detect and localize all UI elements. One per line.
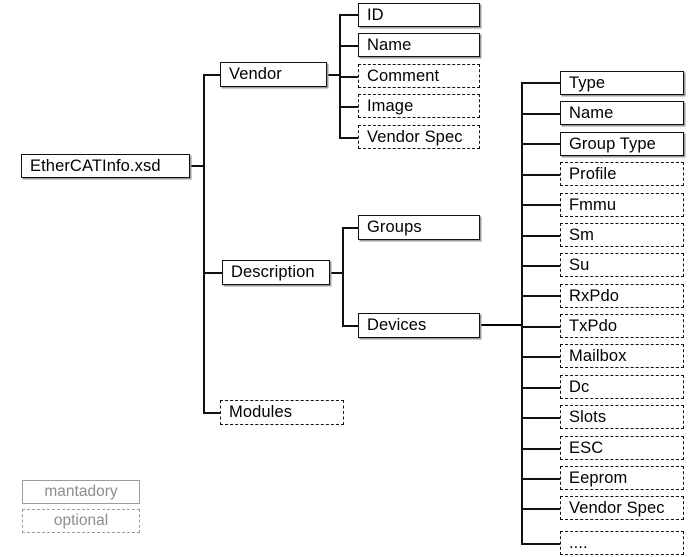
node-vendor-id[interactable]: ID — [358, 3, 480, 27]
connector-devices-child-7 — [521, 295, 561, 297]
connector-devices-child-15 — [521, 543, 561, 545]
node-device-mailbox[interactable]: Mailbox — [560, 344, 684, 368]
node-device-rxpdo[interactable]: RxPdo — [560, 284, 684, 308]
node-vendor-image[interactable]: Image — [358, 94, 480, 118]
node-device-profile[interactable]: Profile — [560, 162, 684, 186]
connector-devices-child-4 — [521, 204, 561, 206]
connector-devices-child-3 — [521, 174, 561, 176]
node-device-slots[interactable]: Slots — [560, 405, 684, 429]
node-vendor-spec[interactable]: Vendor Spec — [358, 125, 480, 149]
node-root[interactable]: EtherCATInfo.xsd — [21, 154, 190, 178]
connector-devices-child-0 — [521, 82, 561, 84]
connector-modules-stub — [203, 412, 221, 414]
connector-devices-out — [480, 324, 522, 327]
connector-devices-child-12 — [521, 448, 561, 450]
node-device-dc[interactable]: Dc — [560, 375, 684, 399]
connector-vendor-child-4 — [339, 137, 359, 139]
connector-devices-child-5 — [521, 235, 561, 237]
connector-description-child-0 — [342, 227, 359, 229]
connector-devices-child-9 — [521, 356, 561, 358]
connector-devices-child-2 — [521, 143, 561, 145]
connector-vendor-child-0 — [339, 14, 359, 16]
node-device-name[interactable]: Name — [560, 101, 684, 125]
connector-vendor-out — [327, 74, 340, 76]
node-device-fmmu[interactable]: Fmmu — [560, 193, 684, 217]
node-vendor-name[interactable]: Name — [358, 33, 480, 57]
connector-devices-child-13 — [521, 478, 561, 480]
node-groups[interactable]: Groups — [358, 215, 480, 240]
connector-vendor-child-1 — [339, 45, 359, 47]
connector-devices-child-11 — [521, 417, 561, 419]
node-vendor[interactable]: Vendor — [220, 62, 327, 87]
connector-devices-trunk — [521, 82, 523, 544]
node-device-group-type[interactable]: Group Type — [560, 132, 684, 156]
node-device-more[interactable]: .... — [560, 531, 684, 555]
node-device-su[interactable]: Su — [560, 253, 684, 277]
node-vendor-comment[interactable]: Comment — [358, 64, 480, 88]
node-device-esc[interactable]: ESC — [560, 436, 684, 460]
node-device-vendor-spec[interactable]: Vendor Spec — [560, 496, 684, 520]
connector-devices-child-8 — [521, 326, 561, 328]
node-device-txpdo[interactable]: TxPdo — [560, 314, 684, 338]
connector-vendor-child-2 — [339, 76, 359, 78]
connector-devices-child-10 — [521, 387, 561, 389]
connector-description-trunk — [342, 227, 344, 326]
legend-mandatory: mantadory — [22, 480, 140, 504]
node-device-eeprom[interactable]: Eeprom — [560, 466, 684, 490]
connector-description-stub — [203, 272, 223, 274]
node-devices[interactable]: Devices — [358, 313, 480, 338]
connector-vendor-stub — [203, 74, 221, 76]
legend-optional: optional — [22, 509, 140, 533]
node-modules[interactable]: Modules — [220, 400, 344, 425]
connector-devices-child-1 — [521, 113, 561, 115]
connector-root-trunk — [203, 74, 205, 414]
node-device-sm[interactable]: Sm — [560, 223, 684, 247]
connector-devices-child-6 — [521, 265, 561, 267]
node-device-type[interactable]: Type — [560, 71, 684, 95]
connector-root-stub — [190, 165, 204, 167]
node-description[interactable]: Description — [222, 260, 330, 285]
connector-description-out — [330, 272, 343, 274]
connector-vendor-child-3 — [339, 106, 359, 108]
connector-description-child-1 — [342, 325, 359, 327]
connector-devices-child-14 — [521, 508, 561, 510]
